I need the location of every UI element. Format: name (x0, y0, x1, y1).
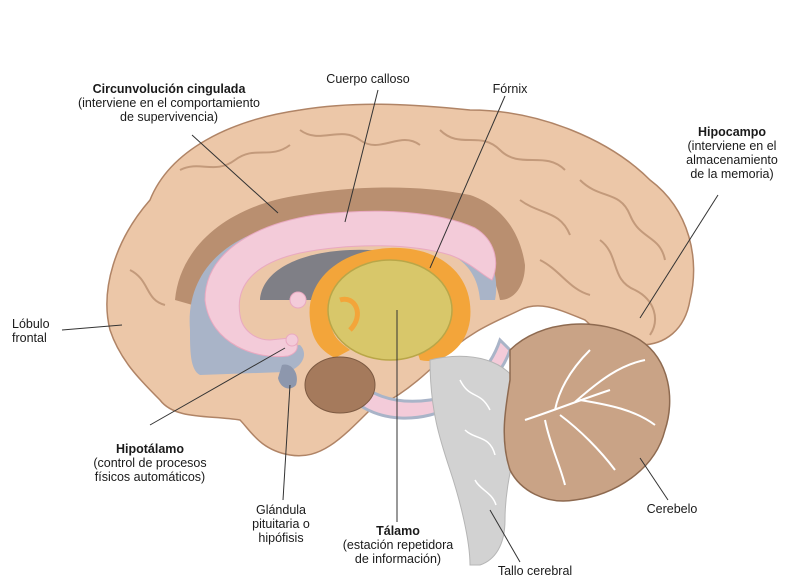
thalamus-desc-1: (estación repetidora (342, 538, 454, 552)
arbor-vitae (524, 349, 656, 486)
frontal-lobe-2: frontal (12, 331, 47, 345)
label-hippocampus: Hipocampo (interviene en el almacenamien… (686, 125, 778, 181)
thalamus-desc-2: de información) (354, 552, 442, 566)
frontal-lobe-1: Lóbulo (12, 317, 50, 331)
cerebellum-title: Cerebelo (646, 502, 698, 516)
label-thalamus: Tálamo (estación repetidora de informaci… (343, 524, 453, 566)
cingulate-title: Circunvolución cingulada (92, 82, 246, 96)
hippocampus-title: Hipocampo (697, 125, 767, 139)
fornix-title: Fórnix (492, 82, 528, 96)
pituitary-3: hipófisis (258, 531, 304, 545)
label-cingulate-gyrus: Circunvolución cingulada (interviene en … (78, 82, 260, 124)
hippocampus-desc-2: almacenamiento (686, 153, 778, 167)
brainstem-title: Tallo cerebral (497, 564, 573, 578)
cerebellum (503, 323, 671, 502)
leader-lines (61, 89, 719, 563)
label-corpus-callosum: Cuerpo calloso (326, 72, 409, 86)
brainstem-fibers (459, 379, 497, 506)
label-hypothalamus: Hipotálamo (control de procesos físicos … (93, 442, 206, 484)
pituitary-gland (278, 364, 297, 389)
cortex-gyri (129, 129, 666, 336)
label-brainstem: Tallo cerebral (498, 564, 572, 578)
temporal-nucleus (304, 356, 376, 414)
mammillary-marker (285, 333, 299, 347)
cingulate-desc-2: de supervivencia) (120, 110, 218, 124)
label-fornix: Fórnix (493, 82, 528, 96)
hypothalamus-marker (289, 291, 307, 309)
hippocampus-desc-1: (interviene en el (687, 139, 777, 153)
thalamus (327, 259, 453, 361)
cingulate-desc-1: (interviene en el comportamiento (77, 96, 261, 110)
corpus-callosum-title: Cuerpo calloso (326, 72, 410, 86)
hippocampus-desc-3: de la memoria) (690, 167, 774, 181)
thalamus-title: Tálamo (376, 524, 420, 538)
label-cerebellum: Cerebelo (647, 502, 698, 516)
corpus-callosum (204, 210, 497, 358)
label-pituitary: Glándula pituitaria o hipófisis (252, 503, 310, 545)
thalamus-fiber (339, 296, 360, 332)
hypothalamus-desc-2: físicos automáticos) (94, 470, 206, 484)
hypothalamus-desc-1: (control de procesos (93, 456, 207, 470)
pituitary-2: pituitaria o (252, 517, 310, 531)
hypothalamus-title: Hipotálamo (115, 442, 185, 456)
label-frontal-lobe: Lóbulo frontal (12, 317, 50, 345)
pituitary-1: Glándula (255, 503, 307, 517)
